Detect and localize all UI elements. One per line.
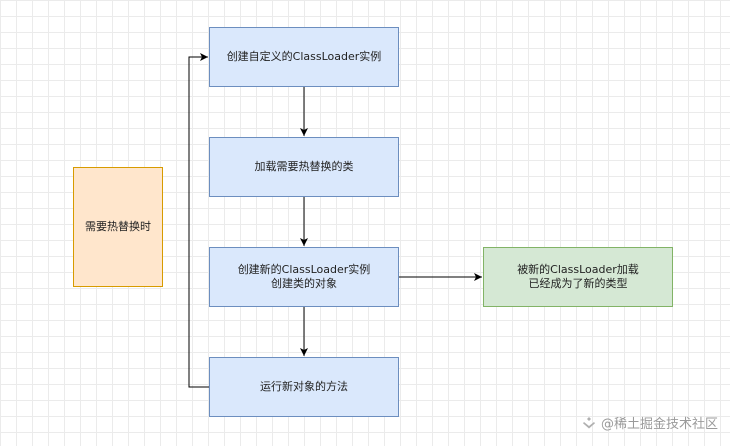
node-result-label-line2: 已经成为了新的类型 [528, 277, 628, 290]
juejin-logo-icon [582, 416, 595, 428]
node-trigger-label: 需要热替换时 [85, 220, 151, 233]
node-step2: 加载需要热替换的类 [209, 137, 399, 197]
watermark: @稀土掘金技术社区 [582, 413, 718, 432]
node-result: 被新的ClassLoader加载 已经成为了新的类型 [483, 247, 673, 307]
node-step2-label: 加载需要热替换的类 [254, 160, 354, 173]
node-step1: 创建自定义的ClassLoader实例 [209, 27, 399, 87]
node-step3: 创建新的ClassLoader实例 创建类的对象 [209, 247, 399, 307]
node-result-label-line1: 被新的ClassLoader加载 [517, 263, 639, 276]
watermark-text: @稀土掘金技术社区 [600, 417, 718, 432]
node-step1-label: 创建自定义的ClassLoader实例 [226, 50, 382, 63]
node-step3-label-line2: 创建类的对象 [271, 277, 337, 290]
node-step4: 运行新对象的方法 [209, 357, 399, 417]
node-step3-label-line1: 创建新的ClassLoader实例 [237, 263, 371, 276]
node-step4-label: 运行新对象的方法 [260, 380, 348, 393]
node-trigger: 需要热替换时 [73, 167, 163, 287]
edge-loop-back [188, 53, 209, 388]
